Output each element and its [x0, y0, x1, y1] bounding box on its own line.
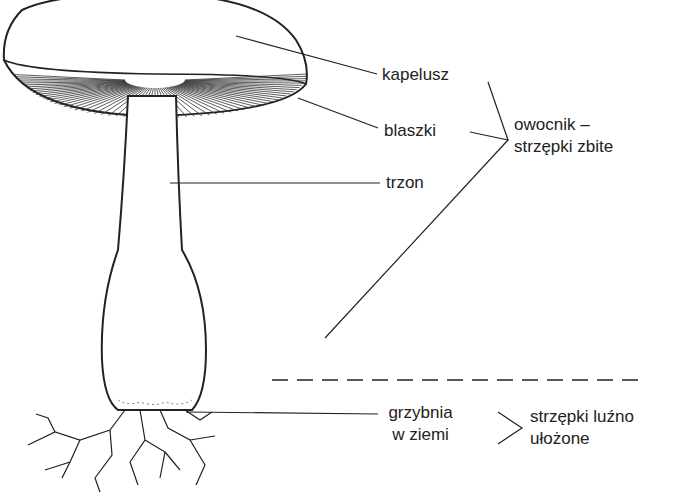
stem-base: [118, 400, 192, 405]
divider-line: [272, 379, 640, 381]
stem: [102, 96, 206, 410]
part-label: grzybnia w ziemi: [384, 402, 457, 446]
mycelium: [28, 410, 215, 492]
group-label: owocnik – strzępki zbite: [514, 114, 625, 158]
leader-lines: [170, 36, 522, 444]
cap-rim: [4, 60, 306, 84]
part-label: blaszki: [384, 120, 436, 142]
part-label: kapelusz: [382, 64, 449, 86]
group-label: strzępki luźno ułożone: [530, 406, 669, 450]
part-label: trzon: [386, 172, 424, 194]
